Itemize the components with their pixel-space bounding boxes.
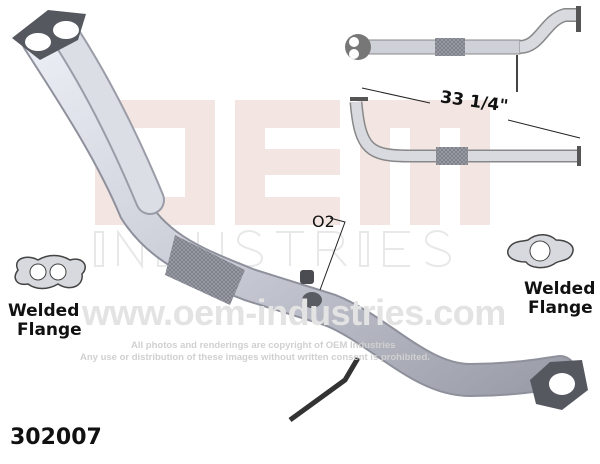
o2-leader-line — [319, 217, 346, 291]
watermark-copyright-1: All photos and renderings are copyright … — [131, 340, 396, 351]
watermark-url: www.oem-industries.com — [82, 292, 506, 333]
watermark-copyright-2: Any use or distribution of these images … — [80, 352, 430, 363]
right-flange-label-line1: Welded — [524, 279, 596, 299]
o2-cap — [300, 270, 314, 284]
inlet-flange — [12, 10, 86, 60]
right-flange-gasket — [507, 234, 574, 269]
right-flange-label-line2: Flange — [528, 298, 593, 318]
left-flange-label: Welded Flange — [8, 302, 82, 340]
outlet-flange — [530, 360, 588, 410]
part-number: 302007 — [10, 425, 102, 450]
left-flange-gasket — [14, 254, 86, 290]
left-flange-label-line2: Flange — [17, 320, 82, 340]
side-view-thumbnail — [349, 87, 581, 166]
o2-bung — [302, 292, 322, 308]
left-flange-label-line1: Welded — [8, 301, 80, 321]
o2-label: O2 — [312, 212, 335, 231]
top-view-thumbnail — [345, 6, 581, 92]
hanger-rod — [288, 356, 361, 423]
main-pipe — [21, 15, 577, 423]
flex-section — [165, 235, 245, 305]
right-flange-label: Welded Flange — [524, 280, 595, 318]
